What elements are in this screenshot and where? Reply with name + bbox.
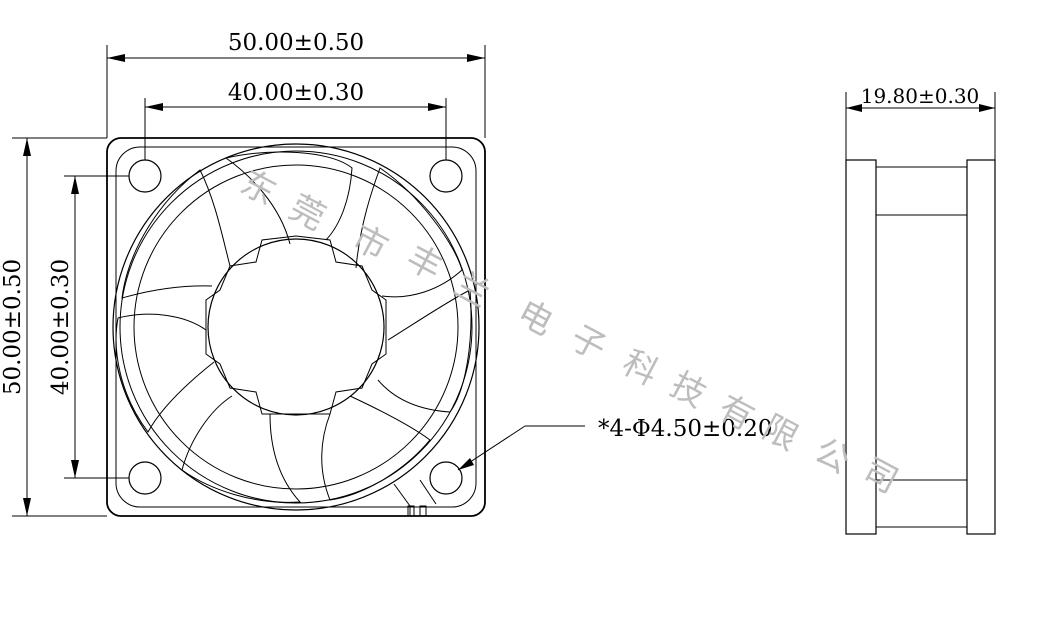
dimension-hole-spacing-height: 40.00±0.30: [48, 175, 129, 479]
hole-spacing-height-label: 40.00±0.30: [48, 259, 74, 395]
fan-blade-tip-circle: [133, 164, 459, 490]
fan-venturi-inner-ring: [119, 150, 473, 504]
dimension-outer-height: 50.00±0.50: [0, 137, 107, 517]
watermark-char: 科: [616, 343, 665, 394]
fan-hub: [207, 238, 385, 416]
front-view: [106, 137, 486, 517]
outer-height-label: 50.00±0.50: [0, 259, 26, 395]
watermark-char: 子: [564, 318, 613, 369]
fan-blades: [115, 151, 472, 503]
side-left-flange: [845, 159, 877, 535]
watermark-char: 兰: [448, 265, 497, 316]
mounting-hole-label: *4-Φ4.50±0.20: [598, 416, 772, 442]
hole-spacing-width-label: 40.00±0.30: [228, 80, 364, 106]
fan-frame-outline: [106, 137, 486, 517]
fan-frame-inner-outline: [115, 146, 477, 508]
outer-width-label: 50.00±0.50: [228, 30, 364, 56]
dimension-outer-width: 50.00±0.50: [106, 30, 486, 138]
side-view: [845, 159, 996, 535]
watermark: 东 莞 市 丰 兰 电 子 科 技 有 限 公 司: [234, 163, 905, 502]
mounting-hole-top-right: [429, 159, 463, 193]
fan-venturi-outer-ring: [112, 143, 480, 511]
cable-exit: [393, 479, 437, 516]
mounting-hole-bottom-left: [128, 461, 162, 495]
watermark-char: 市: [346, 218, 395, 269]
watermark-char: 丰: [400, 238, 449, 289]
dimension-thickness: 19.80±0.30: [845, 84, 996, 160]
thickness-label: 19.80±0.30: [861, 84, 980, 108]
fan-hub-notched-ring: [205, 235, 387, 415]
mounting-hole-callout: *4-Φ4.50±0.20: [457, 416, 772, 471]
watermark-char: 技: [664, 365, 713, 416]
watermark-char: 电: [511, 293, 560, 344]
watermark-char: 莞: [283, 188, 332, 239]
side-right-flange: [966, 159, 996, 535]
watermark-char: 司: [856, 451, 905, 502]
dimension-hole-spacing-width: 40.00±0.30: [144, 80, 447, 160]
watermark-char: 公: [808, 431, 857, 482]
mounting-hole-bottom-right: [429, 461, 463, 495]
mounting-hole-top-left: [128, 159, 162, 193]
